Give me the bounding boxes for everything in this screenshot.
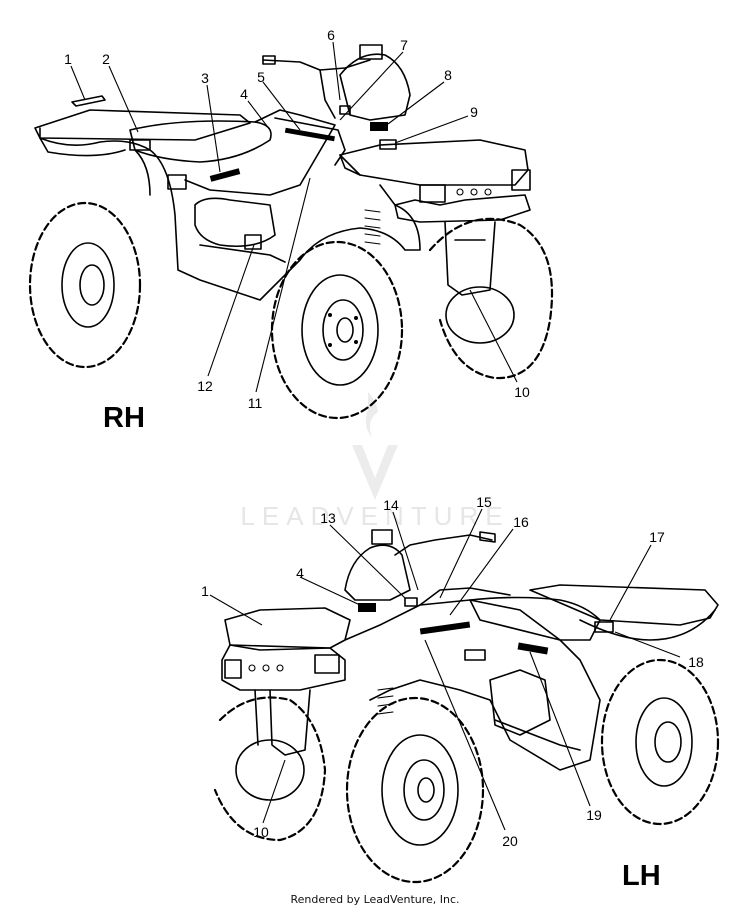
watermark-text: LEADVENTURE [240, 501, 509, 531]
rh-callout: 1 [64, 51, 72, 67]
rh-callout-leaders [70, 41, 518, 393]
rh-callout: 3 [201, 70, 209, 86]
rh-callout: 9 [470, 104, 478, 120]
leadventure-logo-icon [352, 392, 398, 500]
rh-callout: 7 [400, 37, 408, 53]
lh-callout: 4 [296, 565, 304, 581]
rh-decal-8 [370, 122, 388, 131]
lh-callout: 16 [513, 514, 529, 530]
lh-decal-4 [358, 603, 376, 612]
lh-callout: 20 [502, 833, 518, 849]
lh-decal-16 [419, 621, 471, 635]
lh-callout: 15 [476, 494, 492, 510]
rh-callout: 8 [444, 67, 452, 83]
rh-callout: 10 [514, 384, 530, 400]
lh-callout: 18 [688, 654, 704, 670]
lh-callout: 17 [649, 529, 665, 545]
rh-callout: 11 [248, 395, 263, 411]
lh-callout: 13 [320, 510, 336, 526]
atv-left-hand-view [213, 529, 720, 884]
rh-callout: 6 [327, 27, 335, 43]
rh-callout: 12 [197, 378, 213, 394]
rh-rear-wheel [28, 201, 142, 369]
lh-callout-leaders [209, 508, 681, 831]
rh-callout: 2 [102, 51, 110, 67]
lh-rear-wheel [600, 658, 720, 826]
rh-front-far-wheel [428, 217, 554, 380]
lh-decal-19 [517, 642, 549, 655]
lh-callout: 14 [383, 497, 399, 513]
lh-callout: 1 [201, 583, 209, 599]
rh-callout: 4 [240, 86, 248, 102]
lh-view-label: LH [622, 860, 661, 892]
lh-callouts: 1 4 10 13 14 15 16 17 18 19 20 [201, 494, 704, 849]
lh-front-far-wheel [213, 696, 327, 842]
lh-front-wheel [345, 696, 485, 884]
rh-callout: 5 [257, 69, 265, 85]
lh-callout: 10 [253, 824, 269, 840]
rh-decal-3 [209, 168, 241, 182]
watermark: LEADVENTURE [240, 392, 509, 531]
rh-view-label: RH [103, 402, 145, 434]
footer-credit: Rendered by LeadVenture, Inc. [290, 893, 460, 906]
lh-callout: 19 [586, 807, 602, 823]
rh-decal-4 [284, 127, 335, 142]
atv-right-hand-view [28, 44, 554, 420]
rh-callouts: 1 2 3 4 5 6 7 8 9 10 11 12 [64, 27, 530, 411]
